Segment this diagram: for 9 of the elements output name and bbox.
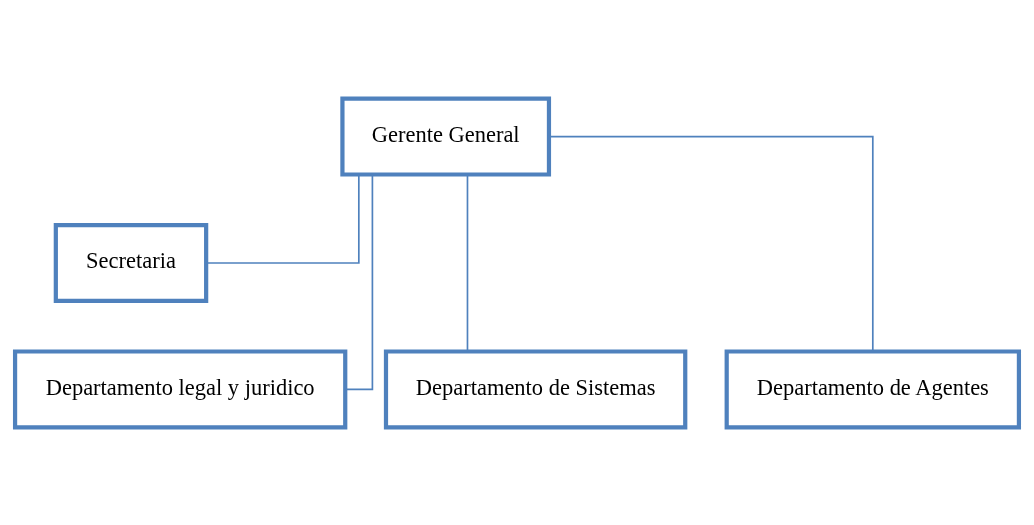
- connector: [548, 135, 874, 352]
- connector: [344, 173, 374, 390]
- node-box: Departamento de Agentes: [724, 348, 1022, 429]
- node-box: Departamento legal y juridico: [12, 348, 348, 429]
- node-box: Gerente General: [340, 96, 552, 177]
- connector: [466, 173, 469, 352]
- node-box: Departamento de Sistemas: [383, 348, 688, 429]
- connector: [205, 173, 360, 264]
- node-box: Secretaria: [53, 222, 209, 303]
